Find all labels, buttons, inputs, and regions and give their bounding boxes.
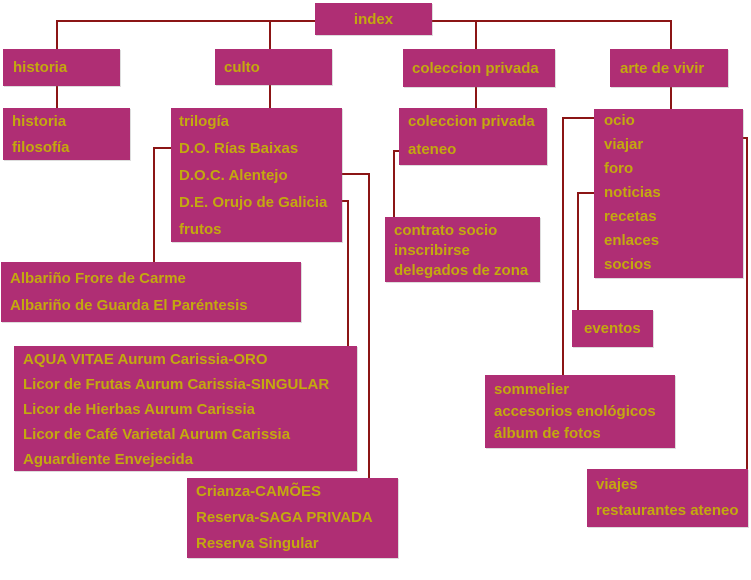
connector-orujo-h bbox=[341, 200, 349, 202]
connector-noticias-h bbox=[577, 192, 595, 194]
page-link-aqua-vitae-oro[interactable]: AQUA VITAE Aurum Carissia-ORO bbox=[23, 351, 268, 368]
connector-drop-historia bbox=[56, 20, 58, 50]
connector-coleccion-sub bbox=[475, 86, 477, 109]
node-crianza: Crianza-CAMÕES Reserva-SAGA PRIVADA Rese… bbox=[187, 478, 398, 558]
page-link-trilogia[interactable]: trilogía bbox=[179, 113, 230, 130]
connector-orujo-aquavitae bbox=[347, 200, 349, 347]
page-link-frutos[interactable]: frutos bbox=[179, 221, 222, 238]
page-link-noticias[interactable]: noticias bbox=[604, 184, 661, 201]
node-arte-de-vivir-label: arte de vivir bbox=[620, 59, 705, 77]
node-coleccion-sub: coleccion privada ateneo bbox=[399, 108, 547, 165]
page-link-recetas[interactable]: recetas bbox=[604, 208, 657, 225]
page-link-sommelier[interactable]: sommelier bbox=[494, 381, 570, 398]
connector-drop-coleccion bbox=[475, 20, 477, 50]
node-coleccion-privada[interactable]: coleccion privada bbox=[403, 49, 555, 87]
page-link-restaurantes-ateneo[interactable]: restaurantes ateneo bbox=[596, 502, 739, 519]
node-index-label: index bbox=[353, 10, 394, 28]
connector-index-right bbox=[431, 20, 671, 22]
page-link-inscribirse[interactable]: inscribirse bbox=[394, 242, 470, 259]
page-link-licor-cafe-varietal[interactable]: Licor de Café Varietal Aurum Carissia bbox=[23, 426, 291, 443]
node-coleccion-privada-label: coleccion privada bbox=[412, 59, 539, 77]
connector-riasbaixas-h bbox=[153, 147, 172, 149]
connector-ateneo-h bbox=[393, 150, 401, 152]
connector-riasbaixas-albarino bbox=[153, 147, 155, 263]
page-link-enlaces[interactable]: enlaces bbox=[604, 232, 660, 249]
node-eventos[interactable]: eventos bbox=[572, 310, 653, 347]
page-link-doc-alentejo[interactable]: D.O.C. Alentejo bbox=[179, 167, 288, 184]
page-link-delegados-de-zona[interactable]: delegados de zona bbox=[394, 262, 529, 279]
node-aqua-vitae: AQUA VITAE Aurum Carissia-ORO Licor de F… bbox=[14, 346, 357, 471]
page-link-filosofia[interactable]: filosofía bbox=[12, 139, 70, 156]
node-viajes: viajes restaurantes ateneo bbox=[587, 469, 748, 527]
connector-ateneo-contrato bbox=[393, 150, 395, 218]
node-albarino: Albariño Frore de Carme Albariño de Guar… bbox=[1, 262, 301, 322]
page-link-ocio[interactable]: ocio bbox=[604, 112, 635, 129]
connector-viajar-viajes bbox=[746, 137, 748, 470]
page-link-ateneo[interactable]: ateneo bbox=[408, 141, 457, 158]
page-link-reserva-saga-privada[interactable]: Reserva-SAGA PRIVADA bbox=[196, 509, 373, 526]
node-historia-label: historia bbox=[13, 59, 68, 76]
connector-alentejo-h bbox=[341, 173, 370, 175]
node-ocio: ocio viajar foro noticias recetas enlace… bbox=[594, 109, 743, 278]
connector-drop-culto bbox=[269, 20, 271, 50]
page-link-licor-frutas-singular[interactable]: Licor de Frutas Aurum Carissia-SINGULAR bbox=[23, 376, 330, 393]
page-link-aguardiente-envejecida[interactable]: Aguardiente Envejecida bbox=[23, 451, 194, 468]
page-link-crianza-camoes[interactable]: Crianza-CAMÕES bbox=[196, 483, 322, 500]
page-link-de-orujo-de-galicia[interactable]: D.E. Orujo de Galicia bbox=[179, 194, 328, 211]
page-link-album-de-fotos[interactable]: álbum de fotos bbox=[494, 425, 601, 442]
connector-index-left bbox=[57, 20, 316, 22]
connector-historia-sub bbox=[56, 85, 58, 109]
node-historia[interactable]: historia bbox=[3, 49, 120, 86]
connector-ocio-h bbox=[562, 117, 595, 119]
connector-viajar-h bbox=[742, 137, 748, 139]
page-link-albarino-frore-de-carme[interactable]: Albariño Frore de Carme bbox=[10, 270, 186, 287]
connector-alentejo-crianza bbox=[368, 173, 370, 479]
page-link-coleccion-privada[interactable]: coleccion privada bbox=[408, 113, 535, 130]
page-link-licor-hierbas[interactable]: Licor de Hierbas Aurum Carissia bbox=[23, 401, 256, 418]
node-culto[interactable]: culto bbox=[215, 49, 332, 85]
connector-culto-trilogia bbox=[269, 85, 271, 109]
page-link-foro[interactable]: foro bbox=[604, 160, 634, 177]
node-trilogia: trilogía D.O. Rías Baixas D.O.C. Alentej… bbox=[171, 108, 342, 242]
page-link-historia[interactable]: historia bbox=[12, 113, 67, 130]
page-link-socios[interactable]: socios bbox=[604, 256, 652, 273]
page-link-reserva-singular[interactable]: Reserva Singular bbox=[196, 535, 319, 552]
node-index[interactable]: index bbox=[315, 3, 432, 35]
node-culto-label: culto bbox=[224, 58, 260, 76]
page-link-viajes[interactable]: viajes bbox=[596, 476, 638, 493]
node-contrato: contrato socio inscribirse delegados de … bbox=[385, 217, 540, 282]
node-sommelier: sommelier accesorios enológicos álbum de… bbox=[485, 375, 675, 448]
node-eventos-label: eventos bbox=[584, 320, 641, 337]
node-historia-sub: historia filosofía bbox=[3, 108, 130, 160]
connector-arte-ocio bbox=[670, 86, 672, 110]
page-link-accesorios-enologicos[interactable]: accesorios enológicos bbox=[494, 403, 656, 420]
connector-noticias-eventos bbox=[577, 192, 579, 311]
connector-drop-arte bbox=[670, 20, 672, 50]
page-link-contrato-socio[interactable]: contrato socio bbox=[394, 222, 498, 239]
page-link-do-rias-baixas[interactable]: D.O. Rías Baixas bbox=[179, 140, 299, 157]
page-link-viajar[interactable]: viajar bbox=[604, 136, 644, 153]
node-arte-de-vivir[interactable]: arte de vivir bbox=[610, 49, 728, 87]
page-link-albarino-el-parentesis[interactable]: Albariño de Guarda El Paréntesis bbox=[10, 297, 248, 314]
connector-ocio-sommelier bbox=[562, 117, 564, 376]
